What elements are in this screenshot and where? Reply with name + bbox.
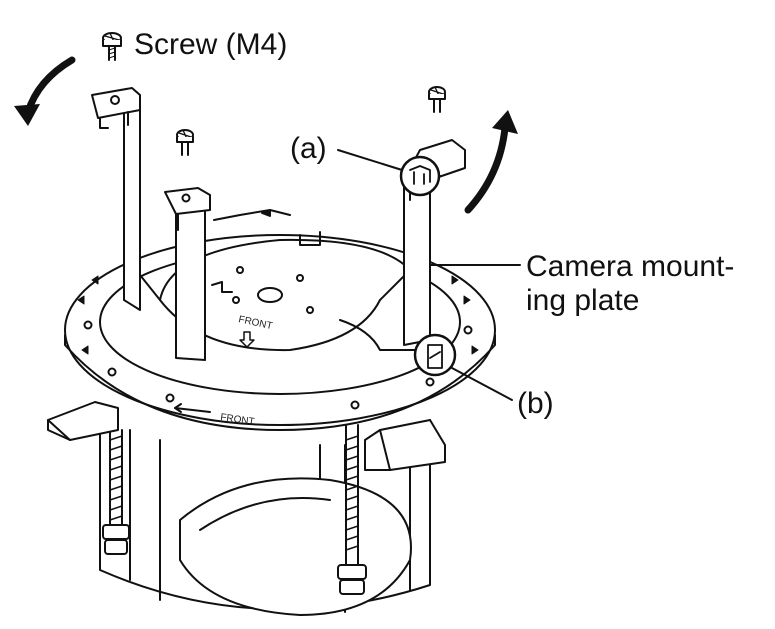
screw-icon <box>102 32 122 61</box>
rotate-cw-arrow-icon <box>464 110 518 214</box>
screw-icon <box>176 129 194 156</box>
front-ring-marking: FRONT <box>220 412 256 428</box>
callout-b-label: (b) <box>517 387 554 420</box>
camera-plate-label-line1: Camera mount- <box>526 250 735 283</box>
callout-a-label: (a) <box>290 132 327 165</box>
clamp-rod-left <box>102 429 130 555</box>
camera-plate-label-line2: ing plate <box>526 284 640 317</box>
rotate-ccw-arrow-icon <box>14 56 76 126</box>
clamp-rod-right <box>337 424 367 595</box>
screw-label: Screw (M4) <box>134 28 288 61</box>
housing-body <box>99 419 431 616</box>
screw-icon <box>428 86 446 113</box>
post-left <box>91 87 141 311</box>
clamp-arm-left <box>47 401 119 441</box>
leader-a <box>337 149 403 171</box>
leader-b <box>451 367 513 401</box>
callout-a-circle <box>399 155 441 197</box>
post-front <box>164 187 211 361</box>
clamp-arm-right <box>364 419 446 471</box>
